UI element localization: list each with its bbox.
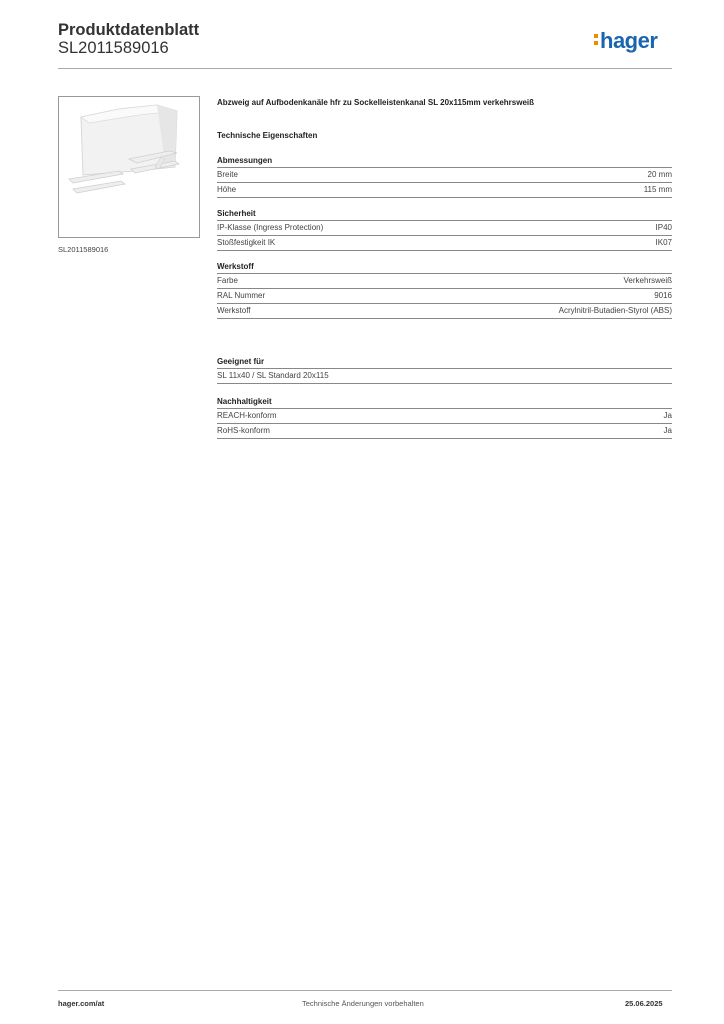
row-label: RAL Nummer	[217, 291, 266, 300]
table-row: Höhe 115 mm	[217, 183, 672, 198]
table-row: IP-Klasse (Ingress Protection) IP40	[217, 221, 672, 236]
table-row: RAL Nummer 9016	[217, 289, 672, 304]
table-row: Werkstoff Acrylnitril-Butadien-Styrol (AB…	[217, 304, 672, 319]
table-row: REACH-konform Ja	[217, 409, 672, 424]
row-label: Breite	[217, 170, 238, 179]
section-sicherheit: Sicherheit IP-Klasse (Ingress Protection…	[217, 209, 672, 251]
section-title: Nachhaltigkeit	[217, 397, 672, 409]
product-title: Abzweig auf Aufbodenkanäle hfr zu Sockel…	[217, 98, 535, 107]
footer-website-link[interactable]: hager.com/at	[58, 999, 105, 1008]
row-value: 9016	[654, 291, 672, 300]
footer-divider	[58, 990, 672, 991]
table-row: Stoßfestigkeit IK IK07	[217, 236, 672, 251]
section-title: Abmessungen	[217, 156, 672, 168]
section-abmessungen: Abmessungen Breite 20 mm Höhe 115 mm	[217, 156, 672, 198]
row-value: Ja	[663, 411, 672, 420]
section-title: Werkstoff	[217, 262, 672, 274]
table-row: Farbe Verkehrsweiß	[217, 274, 672, 289]
page-title: Produktdatenblatt	[58, 21, 200, 39]
row-label: IP-Klasse (Ingress Protection)	[217, 223, 324, 232]
footer-note: Technische Änderungen vorbehalten	[302, 999, 424, 1008]
row-label: REACH-konform	[217, 411, 277, 420]
row-value: Ja	[663, 426, 672, 435]
section-werkstoff: Werkstoff Farbe Verkehrsweiß RAL Nummer 90…	[217, 262, 672, 319]
table-row: Breite 20 mm	[217, 168, 672, 183]
row-label: Stoßfestigkeit IK	[217, 238, 276, 247]
section-title: Sicherheit	[217, 209, 672, 221]
row-value: 115 mm	[643, 185, 672, 194]
row-label: Werkstoff	[217, 306, 251, 315]
product-image	[58, 96, 200, 238]
section-geeignet: Geeignet für SL 11x40 / SL Standard 20x1…	[217, 357, 672, 384]
table-row: RoHS-konform Ja	[217, 424, 672, 439]
row-value: IP40	[655, 223, 672, 232]
section-title: Geeignet für	[217, 357, 672, 369]
tech-props-title: Technische Eigenschaften	[217, 131, 318, 140]
logo-text: hager	[600, 28, 658, 53]
product-photo-icon	[68, 104, 180, 194]
header-divider	[58, 68, 672, 69]
row-value: 20 mm	[647, 170, 672, 179]
row-value: Acrylnitril-Butadien-Styrol (ABS)	[558, 306, 672, 315]
footer-date: 25.06.2025	[625, 999, 663, 1008]
row-label: Höhe	[217, 185, 237, 194]
row-label: RoHS-konform	[217, 426, 270, 435]
image-caption: SL2011589016	[58, 245, 109, 254]
row-value: IK07	[655, 238, 672, 247]
row-label: Farbe	[217, 276, 238, 285]
table-row: SL 11x40 / SL Standard 20x115	[217, 369, 672, 384]
row-label: SL 11x40 / SL Standard 20x115	[217, 371, 329, 380]
logo-colon-icon	[594, 34, 598, 48]
product-code: SL2011589016	[58, 39, 169, 57]
row-value: Verkehrsweiß	[623, 276, 672, 285]
hager-logo: hager	[594, 28, 658, 54]
